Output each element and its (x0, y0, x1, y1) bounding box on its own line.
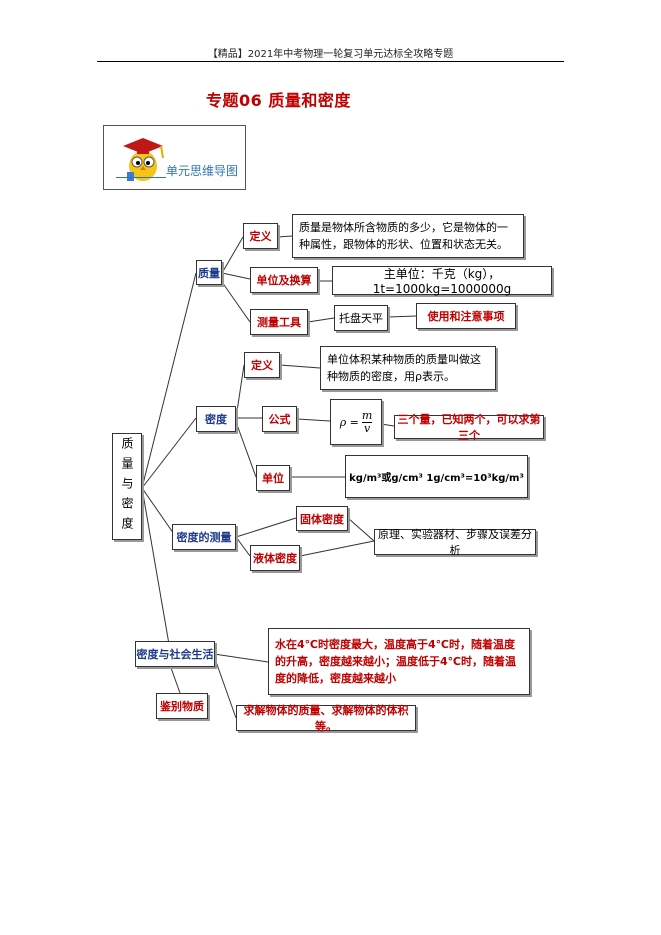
density-definition-text-label: 单位体积某种物质的质量叫做这种物质的密度，用ρ表示。 (327, 353, 481, 383)
node-density-life-label: 密度与社会生活 (136, 648, 214, 661)
root-label: 质量与密度 (120, 436, 134, 537)
mass-tools-text-label: 托盘天平 (339, 312, 383, 325)
node-density-measure: 密度的测量 (172, 524, 236, 550)
mass-definition-text: 质量是物体所含物质的多少，它是物体的一种属性，跟物体的形状、位置和状态无关。 (292, 214, 524, 258)
node-liquid-density-label: 液体密度 (253, 552, 297, 565)
identify-text-label: 求解物体的质量、求解物体的体积等。 (243, 704, 409, 733)
node-identify: 鉴别物质 (156, 693, 208, 719)
node-identify-label: 鉴别物质 (160, 700, 204, 713)
node-solid-density-label: 固体密度 (300, 512, 344, 526)
node-density-measure-label: 密度的测量 (176, 531, 232, 544)
measure-text: 原理、实验器材、步骤及误差分析 (374, 528, 536, 557)
density-life-text: 水在4℃时密度最大，温度高于4℃时，随着温度的升高，密度越来越小；温度低于4℃时… (268, 628, 530, 695)
node-liquid-density: 液体密度 (250, 545, 300, 571)
root-node: 质量与密度 (112, 433, 142, 540)
node-density-definition-label: 定义 (251, 359, 273, 372)
mass-definition-text-label: 质量是物体所含物质的多少，它是物体的一种属性，跟物体的形状、位置和状态无关。 (299, 221, 508, 251)
node-mass-definition: 定义 (243, 223, 278, 249)
node-mass-units: 单位及换算 (250, 267, 318, 293)
node-mass-label: 质量 (198, 266, 220, 280)
node-density: 密度 (196, 406, 236, 432)
header-rule (97, 61, 564, 62)
node-density-formula: 公式 (262, 406, 297, 432)
identify-text: 求解物体的质量、求解物体的体积等。 (236, 704, 416, 733)
page-title: 专题06 质量和密度 (206, 91, 351, 110)
node-mass-definition-label: 定义 (249, 230, 272, 243)
graduate-owl-icon (123, 138, 164, 181)
node-mass-tools-label: 测量工具 (257, 316, 301, 329)
density-definition-text: 单位体积某种物质的质量叫做这种物质的密度，用ρ表示。 (320, 346, 496, 390)
node-density-life: 密度与社会生活 (135, 641, 215, 667)
mass-units-text: 主单位：千克（kg），1t=1000kg=1000000g (332, 266, 552, 296)
density-life-text-label: 水在4℃时密度最大，温度高于4℃时，随着温度的升高，密度越来越小；温度低于4℃时… (275, 638, 516, 685)
node-density-formula-label: 公式 (268, 413, 291, 426)
density-formula-note: 三个量，已知两个，可以求第三个 (394, 413, 544, 442)
node-mass: 质量 (196, 260, 222, 285)
node-density-label: 密度 (205, 413, 227, 426)
density-formula-note-label: 三个量，已知两个，可以求第三个 (397, 413, 541, 442)
page-header: 【精品】2021年中考物理一轮复习单元达标全攻略专题 (207, 49, 454, 60)
node-mass-units-label: 单位及换算 (256, 274, 312, 287)
density-unit-text: kg/m³或g/cm³ 1g/cm³=10³kg/m³ (345, 455, 528, 498)
mass-tools-note: 使用和注意事项 (416, 303, 516, 329)
node-density-definition: 定义 (244, 352, 280, 378)
banner-rule (116, 177, 166, 178)
mindmap-banner (103, 125, 246, 190)
mass-tools-note-label: 使用和注意事项 (427, 310, 505, 323)
density-unit-text-label: kg/m³或g/cm³ 1g/cm³=10³kg/m³ (349, 473, 524, 484)
node-density-unit: 单位 (256, 465, 290, 491)
node-solid-density: 固体密度 (296, 506, 348, 531)
node-mass-tools: 测量工具 (250, 309, 308, 335)
mass-tools-text: 托盘天平 (334, 305, 388, 331)
node-density-unit-label: 单位 (262, 472, 284, 485)
measure-text-label: 原理、实验器材、步骤及误差分析 (378, 528, 532, 557)
banner-label: 单元思维导图 (166, 164, 239, 178)
mass-units-text-label: 主单位：千克（kg），1t=1000kg=1000000g (372, 267, 512, 296)
